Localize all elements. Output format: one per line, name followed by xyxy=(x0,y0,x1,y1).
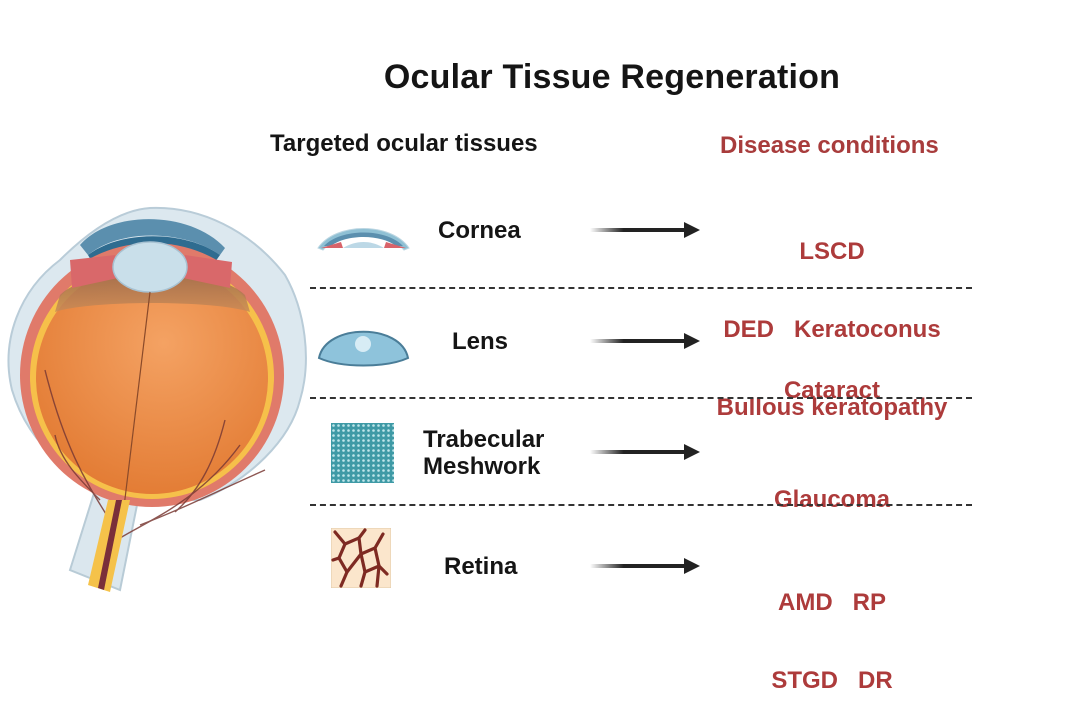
row-divider xyxy=(310,504,972,506)
central-retinal-vessel xyxy=(98,500,122,590)
trabecular-meshwork-icon xyxy=(331,423,394,483)
row-divider xyxy=(310,287,972,289)
tissue-label-cornea: Cornea xyxy=(438,217,521,244)
eye-cross-section-illustration xyxy=(7,206,307,592)
tissue-label-line: Meshwork xyxy=(423,453,541,480)
iris-left xyxy=(70,255,118,288)
tissue-label-trabecular-meshwork: Trabecular Meshwork xyxy=(423,426,544,480)
iris-right xyxy=(183,255,232,288)
disease-item: DED Keratoconus xyxy=(723,316,941,343)
arrow-icon xyxy=(590,222,700,238)
anterior-chamber xyxy=(88,236,220,262)
lens-structure xyxy=(112,241,188,293)
disease-list-retina: AMD RP STGD DR xyxy=(712,538,952,720)
disease-item: Glaucoma xyxy=(773,486,891,513)
arrow-icon xyxy=(590,333,700,349)
page-title: Ocular Tissue Regeneration xyxy=(383,58,841,96)
tissue-label-retina: Retina xyxy=(444,553,518,580)
arrow-icon xyxy=(590,444,700,460)
tissues-column-header: Targeted ocular tissues xyxy=(270,130,538,157)
disease-item: AMD RP xyxy=(778,589,886,616)
cornea-icon xyxy=(317,228,410,251)
disease-list-lens: Cataract xyxy=(712,326,952,430)
lens-icon xyxy=(317,330,410,367)
cornea-region xyxy=(80,219,225,255)
diseases-column-header: Disease conditions xyxy=(720,132,939,159)
vitreous-body xyxy=(36,262,268,494)
tissue-label-line: Trabecular xyxy=(423,426,545,453)
arrow-icon xyxy=(590,558,700,574)
row-divider xyxy=(310,397,972,399)
disease-list-trabecular-meshwork: Glaucoma xyxy=(712,435,952,539)
hyaloid-canal xyxy=(119,291,151,541)
disease-item: LSCD xyxy=(799,238,865,265)
disease-item: STGD DR xyxy=(771,667,893,694)
disease-item: Cataract xyxy=(783,377,881,404)
retina-icon xyxy=(331,528,391,588)
tissue-label-lens: Lens xyxy=(452,328,509,355)
